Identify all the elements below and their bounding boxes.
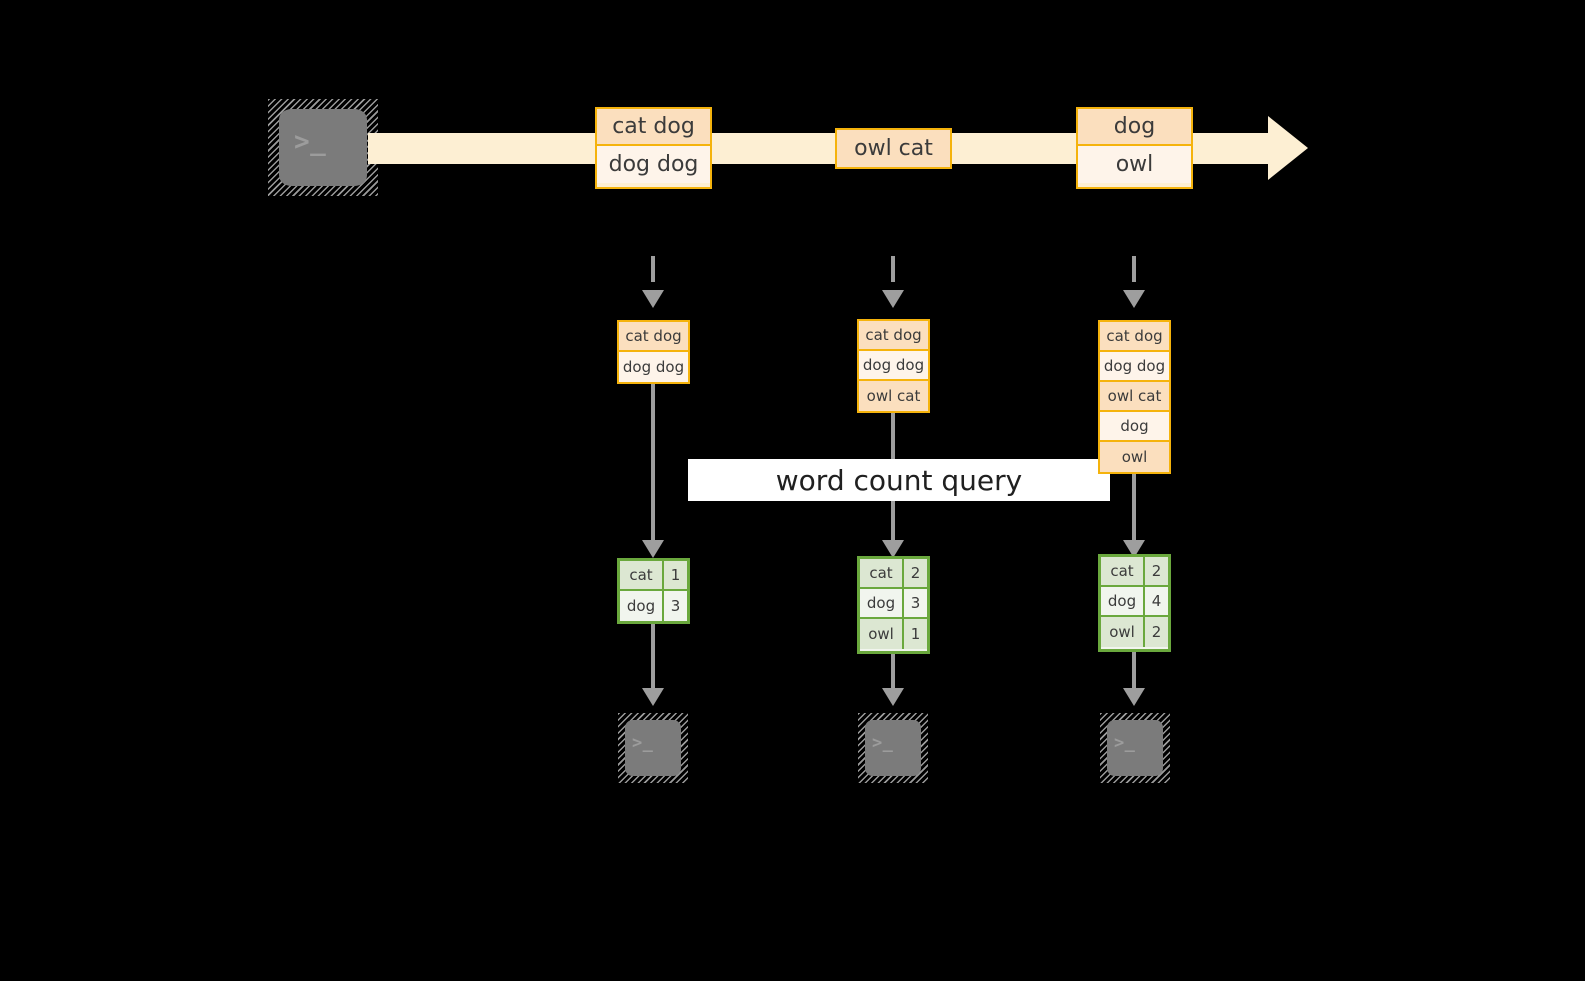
terminal-screen [279,109,367,186]
result-word: dog [860,589,904,617]
stream-event-2[interactable]: owl cat [835,128,952,169]
snapshot-2-sink-terminal-icon[interactable]: >_ [858,713,928,783]
snapshot-3-sink-terminal-icon[interactable]: >_ [1100,713,1170,783]
snapshot-3-input-row: owl cat [1100,382,1169,412]
snapshot-2-input-table[interactable]: cat dog dog dog owl cat [857,319,930,413]
stream-event-3-line-2: owl [1078,146,1191,183]
snapshot-1-sink-connector-head-icon [642,688,664,706]
drop-arrow-3-segment [1132,256,1136,282]
stream-arrowhead-icon [1268,116,1308,180]
table-row: dog 3 [620,591,687,621]
snapshot-2-sink-connector [891,654,895,696]
snapshot-2-input-row: dog dog [859,351,928,381]
query-label-text: word count query [775,463,1023,497]
terminal-screen [1107,720,1163,776]
snapshot-2-sink-connector-head-icon [882,688,904,706]
terminal-prompt-glyph: >_ [872,733,894,753]
result-count: 3 [910,594,921,612]
terminal-prompt-glyph: >_ [294,127,327,157]
snapshot-3-query-connector-head-icon [1123,540,1145,558]
snapshot-3-input-row: cat dog [1100,322,1169,352]
terminal-prompt-glyph: >_ [1114,733,1136,753]
snapshot-2-result-table[interactable]: cat 2 dog 3 owl 1 [857,556,930,654]
stream-event-1-line-1: cat dog [597,109,710,146]
drop-arrow-2-head-icon [882,290,904,308]
snapshot-3-sink-connector-head-icon [1123,688,1145,706]
snapshot-3-result-table[interactable]: cat 2 dog 4 owl 2 [1098,554,1171,652]
drop-arrow-1-segment [651,256,655,282]
stream-event-1-line-2: dog dog [597,146,710,183]
table-row: cat 1 [620,561,687,591]
drop-arrow-2-segment [891,256,895,282]
snapshot-1-sink-terminal-icon[interactable]: >_ [618,713,688,783]
snapshot-1-sink-connector [651,624,655,696]
drop-arrow-1-head-icon [642,290,664,308]
snapshot-3-input-row: dog dog [1100,352,1169,382]
result-count: 4 [1151,592,1162,610]
snapshot-2-query-connector-head-icon [882,540,904,558]
table-row: owl 1 [860,619,927,649]
table-row: cat 2 [860,559,927,589]
table-row: owl 2 [1101,617,1168,647]
query-label: word count query [688,459,1110,501]
result-count: 3 [670,597,681,615]
result-word: owl [860,619,904,649]
snapshot-3-query-connector [1132,474,1136,548]
snapshot-3-input-row: dog [1100,412,1169,442]
result-count: 2 [1151,562,1162,580]
result-word: cat [620,561,664,589]
table-row: dog 4 [1101,587,1168,617]
terminal-screen [865,720,921,776]
snapshot-2-input-row: cat dog [859,321,928,351]
result-count: 1 [670,566,681,584]
table-row: dog 3 [860,589,927,619]
stream-event-3-line-1: dog [1078,109,1191,146]
result-word: cat [1101,557,1145,585]
snapshot-3-sink-connector [1132,652,1136,696]
result-word: dog [1101,587,1145,615]
result-count: 2 [910,564,921,582]
stream-event-3[interactable]: dog owl [1076,107,1193,189]
result-count: 1 [910,625,921,643]
snapshot-1-input-row: cat dog [619,322,688,352]
result-word: dog [620,591,664,621]
terminal-prompt-glyph: >_ [632,733,654,753]
stream-event-1[interactable]: cat dog dog dog [595,107,712,189]
snapshot-1-query-connector-head-icon [642,540,664,558]
result-count: 2 [1151,623,1162,641]
table-row: cat 2 [1101,557,1168,587]
drop-arrow-3-head-icon [1123,290,1145,308]
result-word: owl [1101,617,1145,647]
stream-event-2-line-1: owl cat [837,130,950,167]
snapshot-2-input-row: owl cat [859,381,928,411]
terminal-screen [625,720,681,776]
snapshot-3-input-table[interactable]: cat dog dog dog owl cat dog owl [1098,320,1171,474]
snapshot-1-input-table[interactable]: cat dog dog dog [617,320,690,384]
snapshot-1-input-row: dog dog [619,352,688,382]
result-word: cat [860,559,904,587]
snapshot-1-result-table[interactable]: cat 1 dog 3 [617,558,690,624]
snapshot-1-query-connector [651,384,655,548]
source-terminal-icon[interactable]: >_ [268,99,378,196]
snapshot-3-input-row: owl [1100,442,1169,472]
